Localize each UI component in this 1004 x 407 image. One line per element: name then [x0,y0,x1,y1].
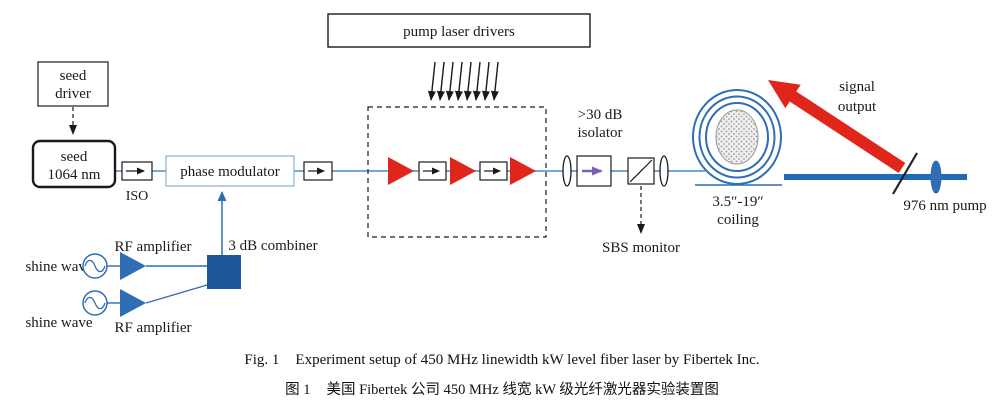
amplifier-stage-dashed-box [367,106,547,238]
isolator-label-line1: >30 dB [578,107,623,123]
pump-down-arrow [463,61,472,101]
sine-source-bottom [82,290,108,316]
pump-lens-icon [930,160,942,194]
figure-number-en: Fig. 1 [244,352,280,368]
dichroic-mirror [892,152,918,195]
tap-coupler [303,161,333,181]
rf-drive-section: shine wave RF amplifier shine wave RF am… [25,191,318,336]
pump-laser-drivers-label: pump laser drivers [403,24,515,40]
shine-wave-label-bottom: shine wave [25,315,92,331]
signal-output-label-line2: output [838,99,877,115]
signal-output-label-line1: signal [839,79,875,95]
pump-down-arrow [454,61,463,101]
figure-caption-english: Fig. 1 Experiment setup of 450 MHz linewi… [0,352,1004,369]
signal-output-arrow [768,80,906,173]
figure-caption-chinese: 图 1 美国 Fibertek 公司 450 MHz 线宽 kW 级光纤激光器实验… [0,378,1004,399]
seed-driver-box: seed driver [37,61,109,107]
figure-number-cn: 图 1 [285,382,311,398]
sbs-monitor-label: SBS monitor [602,240,680,256]
lens-icon [562,155,572,187]
phase-modulator-box: phase modulator [165,155,295,187]
lens-icon [659,155,669,187]
pump-arrows [427,61,499,101]
amplifier-triangle-1 [388,157,414,185]
amplifier-triangle-2 [450,157,476,185]
output-isolator: >30 dB isolator [562,107,623,187]
iso-component: ISO [121,161,153,204]
coil-label-line2: coiling [717,212,759,228]
figure-diagram: pump laser drivers seed driver seed 1064… [25,13,987,336]
amplifier-chain [388,157,536,185]
pump-down-arrow [481,61,490,101]
figure-title-en: Experiment setup of 450 MHz linewidth kW… [295,352,760,368]
pump-down-arrow [436,61,445,101]
shine-wave-label-top: shine wave [25,259,92,275]
seed-laser-box: seed 1064 nm [31,139,117,189]
seed-driver-label-line1: seed [60,68,87,84]
seed-laser-label-line2: 1064 nm [48,167,101,183]
phase-modulator-label: phase modulator [180,164,280,180]
rf-amplifier-label-top: RF amplifier [114,239,191,255]
amplifier-triangle-3 [510,157,536,185]
pump-down-arrow [490,61,499,101]
sine-source-top [82,253,108,279]
pump-down-arrow [427,61,436,101]
pump-down-arrow [445,61,454,101]
beam-splitter [627,157,655,185]
iso-label: ISO [126,189,149,204]
rf-wire [145,284,208,304]
pump-laser-drivers-box: pump laser drivers [327,13,591,48]
seed-laser-label-line1: seed [61,149,88,165]
rf-amplifier-label-bottom: RF amplifier [114,320,191,336]
combiner-box [207,255,241,289]
figure-title-cn: 美国 Fibertek 公司 450 MHz 线宽 kW 级光纤激光器实验装置图 [326,382,719,398]
coil-core [715,109,759,165]
isolator-label-line2: isolator [578,125,623,141]
rf-amplifier-top [120,252,146,280]
isolator-coupler-2 [479,161,508,181]
rf-amplifier-bottom [120,289,146,317]
isolator-coupler-1 [418,161,447,181]
pump-label: 976 nm pump [903,198,986,214]
coil-label-line1: 3.5″-19″ [712,194,763,210]
fiber-coil: 3.5″-19″ coiling [692,89,782,228]
seed-driver-label-line2: driver [55,86,91,102]
pump-down-arrow [472,61,481,101]
combiner-label: 3 dB combiner [228,238,317,254]
